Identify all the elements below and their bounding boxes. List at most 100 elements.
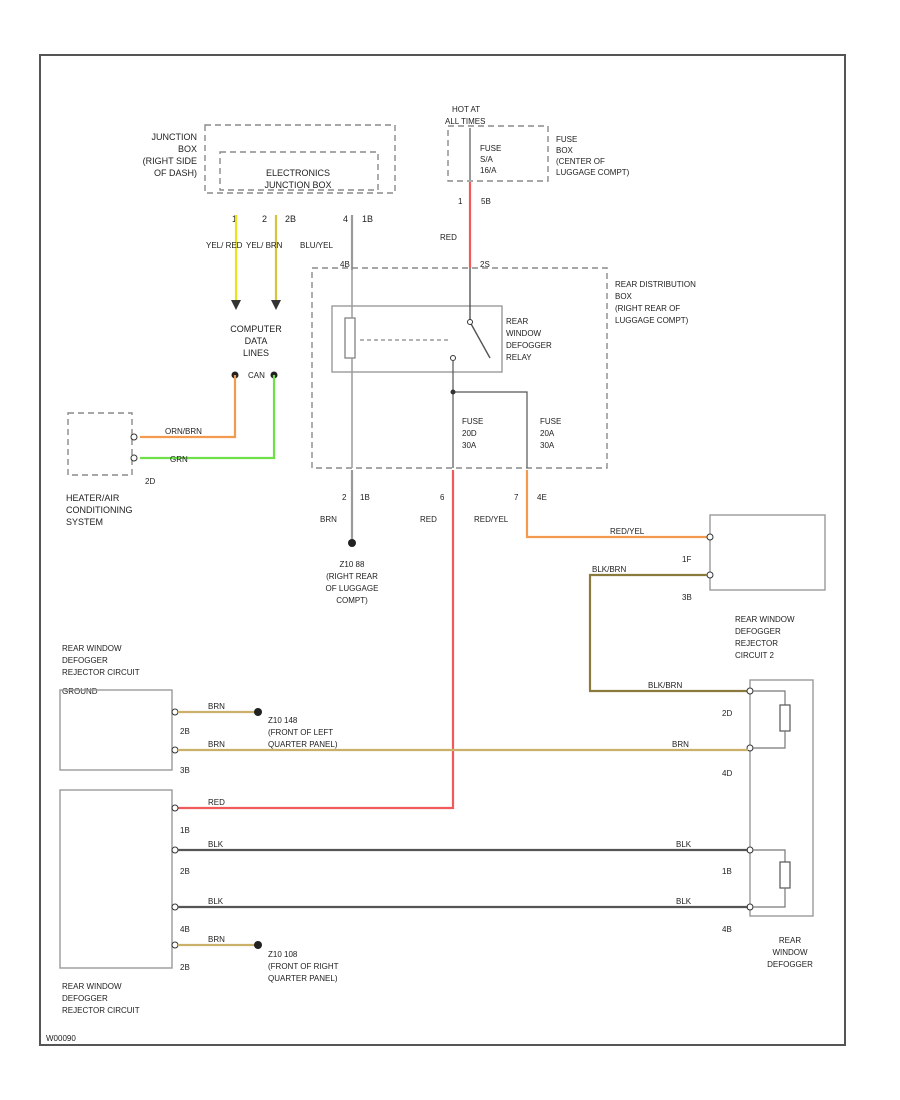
wire-label-blk-2b: BLK	[676, 897, 692, 906]
wire-label-blk-2: BLK	[208, 897, 224, 906]
arrow-icon	[271, 300, 281, 310]
fuse-top-label-1: FUSE	[480, 144, 501, 153]
can-label: CAN	[248, 371, 265, 380]
heater-ac-box	[67, 412, 133, 476]
resistor-icon	[779, 704, 791, 732]
fuse-box-label-4: LUGGAGE COMPT)	[556, 168, 630, 177]
wire-label-red-yel: RED/YEL	[474, 515, 509, 524]
ground-icon	[254, 941, 262, 949]
relay-output-branch	[453, 391, 528, 468]
pin-label: 1B	[362, 214, 373, 224]
wire-label-orn-brn: ORN/BRN	[165, 427, 202, 436]
rejector-2-label-2: DEFOGGER	[735, 627, 781, 636]
pin-label: 1F	[682, 555, 691, 564]
pin-label: 2	[262, 214, 267, 224]
hot-at-label-2: ALL TIMES	[445, 117, 485, 126]
fuse-20-label-3: 30A	[462, 441, 477, 450]
wire-label-red-long: RED	[420, 515, 437, 524]
ground-g88-label-1: Z10 88	[340, 560, 365, 569]
ground-g108-label-3: QUARTER PANEL)	[268, 974, 338, 983]
ground-icon	[348, 539, 356, 547]
rear-window-defogger-label-3: DEFOGGER	[767, 960, 813, 969]
wire-label-brn-g148: BRN	[208, 702, 225, 711]
wire-label-yel-red-1: YEL/ RED	[206, 241, 243, 250]
fuse-21-label-1: FUSE	[540, 417, 561, 426]
wire-label-brn-g108: BRN	[208, 935, 225, 944]
wire-label-yel-brn-1: YEL/ BRN	[246, 241, 283, 250]
junction-box-label-1: JUNCTION	[152, 132, 198, 142]
computer-data-lines-label-1: COMPUTER	[230, 324, 282, 334]
connector-pin	[130, 433, 138, 441]
wire-label-blk-1: BLK	[208, 840, 224, 849]
relay-switch-icon	[469, 321, 491, 359]
pin-label: 5B	[481, 197, 491, 206]
pin-label: 2D	[722, 709, 732, 718]
rear-distribution-label-3: (RIGHT REAR OF	[615, 304, 680, 313]
heater-ac-label-2: CONDITIONING	[66, 505, 133, 515]
pin-label: 3B	[682, 593, 692, 602]
junction-box-label-4: OF DASH)	[154, 168, 197, 178]
fuse-box-label-3: (CENTER OF	[556, 157, 605, 166]
wire-label-blk-1b: BLK	[676, 840, 692, 849]
resistor-icon	[779, 861, 791, 889]
ground-g88-label-4: COMPT)	[336, 596, 368, 605]
rejector-ground-box	[59, 689, 173, 771]
ground-g88-label-3: OF LUGGAGE	[326, 584, 379, 593]
relay-label-1: REAR	[506, 317, 528, 326]
junction-box-label-3: (RIGHT SIDE	[143, 156, 197, 166]
rear-distribution-label-1: REAR DISTRIBUTION	[615, 280, 696, 289]
rejector-circuit-2-box	[709, 514, 826, 591]
relay-contact	[450, 355, 456, 361]
fuse-21-label-2: 20A	[540, 429, 555, 438]
pin-label: 2S	[480, 260, 490, 269]
wire-label-blk-brn: BLK/BRN	[592, 565, 626, 574]
rejector-ground-label-2: DEFOGGER	[62, 656, 108, 665]
connector-pin	[171, 708, 179, 716]
relay-contact	[467, 319, 473, 325]
relay-coil-icon	[344, 317, 356, 359]
pin-label: 1B	[360, 493, 370, 502]
wire-label-brn-ground: BRN	[320, 515, 337, 524]
pin-label: 6	[440, 493, 445, 502]
pin-label: 2B	[180, 867, 190, 876]
ground-g108-label-2: (FRONT OF RIGHT	[268, 962, 339, 971]
ground-g148-label-1: Z10 148	[268, 716, 298, 725]
relay-box	[331, 305, 503, 373]
rejector-2-label-1: REAR WINDOW	[735, 615, 795, 624]
wire-label-red-yel-2: RED/YEL	[610, 527, 645, 536]
wire-red-long	[175, 470, 455, 810]
diagram-frame	[39, 54, 846, 1046]
rejector-circuit-label-2: DEFOGGER	[62, 994, 108, 1003]
wire-label-red-top: RED	[440, 233, 457, 242]
electronics-junction-label-2: JUNCTION BOX	[264, 180, 331, 190]
splice-dot	[450, 389, 456, 395]
relay-label-4: RELAY	[506, 353, 532, 362]
hot-at-label-1: HOT AT	[452, 105, 480, 114]
connector-pin	[130, 454, 138, 462]
arrow-icon	[231, 300, 241, 310]
connector-pin	[706, 533, 714, 541]
connector-pin	[171, 804, 179, 812]
defogger-lead	[752, 849, 786, 862]
pin-label: 2B	[285, 214, 296, 224]
junction-box-label-2: BOX	[178, 144, 197, 154]
pin-label: 2	[342, 493, 347, 502]
rear-window-defogger-box	[749, 679, 814, 917]
fuse-21-label-3: 30A	[540, 441, 555, 450]
ground-icon	[254, 708, 262, 716]
rear-window-defogger-label-2: WINDOW	[772, 948, 808, 957]
pin-label: 4B	[340, 260, 350, 269]
wire-label-blk-brn-2: BLK/BRN	[648, 681, 682, 690]
rejector-circuit-label-3: REJECTOR CIRCUIT	[62, 1006, 140, 1015]
wire-label-brn-long-2: BRN	[672, 740, 689, 749]
fuse-top-label-2: S/A	[480, 155, 494, 164]
computer-data-lines-label-3: LINES	[243, 348, 269, 358]
pin-label: 1B	[180, 826, 190, 835]
junction-box: JUNCTION BOX (RIGHT SIDE OF DASH) ELECTR…	[143, 124, 396, 194]
defogger-lead	[752, 731, 786, 749]
fuse-box-label-2: BOX	[556, 146, 574, 155]
pin-label: 4B	[722, 925, 732, 934]
rejector-circuit-label-1: REAR WINDOW	[62, 982, 122, 991]
pin-label: 1	[458, 197, 463, 206]
